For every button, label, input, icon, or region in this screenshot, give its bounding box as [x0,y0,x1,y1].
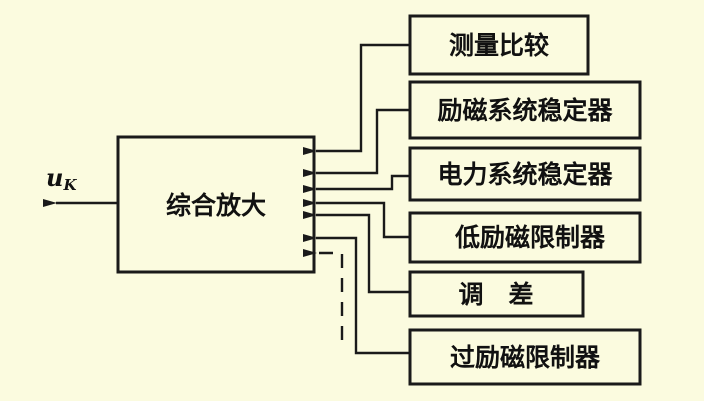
svg-text:励磁系统稳定器: 励磁系统稳定器 [437,96,613,125]
input-block-3: 电力系统稳定器 [303,146,642,202]
svg-text:调 差: 调 差 [458,280,533,309]
main-block-label: 综合放大 [166,191,266,220]
input-block-4: 低励磁限制器 [303,199,642,264]
input-block-1: 测量比较 [303,14,590,155]
svg-text:电力系统稳定器: 电力系统稳定器 [437,160,613,189]
input-block-6: 过励磁限制器 [303,234,642,386]
svg-text:低励磁限制器: 低励磁限制器 [454,223,606,252]
svg-text:过励磁限制器: 过励磁限制器 [450,343,601,372]
output-label: uK [46,163,77,194]
input-block-2: 励磁系统稳定器 [303,80,642,177]
input-block-5: 调 差 [303,211,585,318]
dashed-input [303,249,344,340]
svg-text:测量比较: 测量比较 [449,31,549,60]
